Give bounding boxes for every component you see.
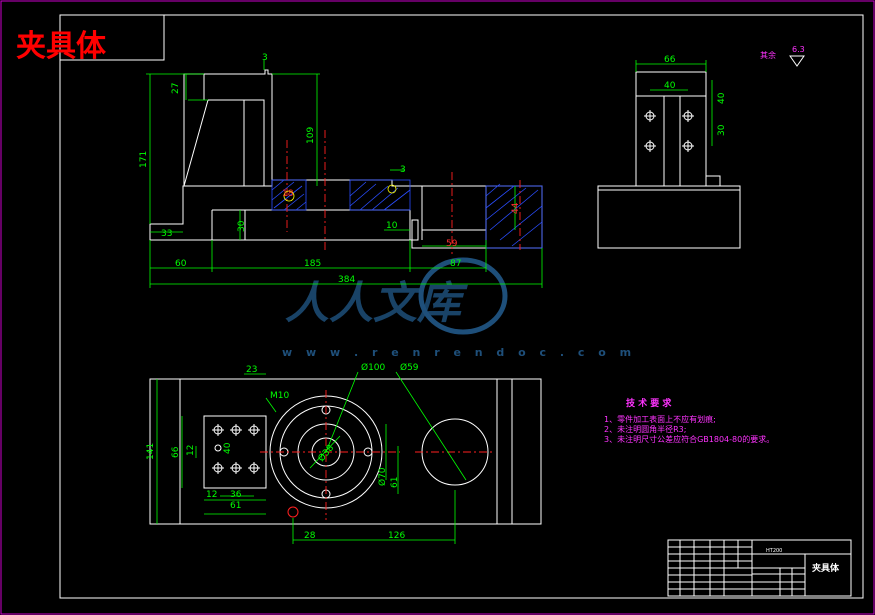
dim-top-126: 126 [388, 531, 405, 541]
dim-top-141: 141 [146, 443, 156, 460]
tech-req-heading: 技 术 要 求 [626, 397, 672, 409]
dim-top-phi70: Ø70 [377, 467, 388, 486]
dim-front-3-mid: 3 [400, 165, 406, 175]
front-pin [411, 219, 419, 241]
front-hatch [271, 179, 543, 249]
front-dimensions [146, 60, 543, 288]
dim-front-33: 33 [161, 229, 172, 239]
dim-front-59: 59 [446, 239, 458, 249]
dim-front-27: 27 [171, 83, 181, 94]
side-base [597, 185, 741, 249]
dim-top-36: 36 [230, 490, 242, 500]
watermark-text: 人人文库 [285, 278, 468, 329]
dim-top-phi38: Ø38 [316, 442, 337, 463]
surface-finish-note: 其余 [760, 50, 776, 60]
side-upright-inner [636, 95, 721, 186]
dim-top-23: 23 [246, 365, 257, 375]
dim-top-phi100: Ø100 [361, 362, 386, 373]
watermark: 人人文库 w w w . r e n r e n d o c . c o m [282, 257, 636, 359]
dim-side-66: 66 [664, 55, 676, 65]
dim-top-phi59: Ø59 [400, 362, 419, 373]
side-holes [644, 110, 694, 152]
side-view: 66 40 40 30 [597, 55, 741, 249]
dim-top-12-v: 12 [186, 445, 196, 456]
tech-req-item-1: 1、零件加工表面上不应有划痕; [604, 414, 716, 424]
dim-side-40-w: 40 [664, 81, 676, 91]
dim-side-30: 30 [717, 124, 727, 136]
top-locating-hole-icon [287, 506, 299, 518]
surface-finish-value: 6.3 [792, 45, 805, 54]
dim-front-60: 60 [175, 259, 187, 269]
front-base [149, 179, 543, 249]
title-corner-box [59, 14, 165, 61]
front-hole-icon [283, 190, 295, 202]
dim-front-30: 30 [237, 220, 247, 232]
front-upright-step [203, 74, 265, 186]
side-upright [635, 71, 707, 187]
title-block-material: HT200 [766, 548, 782, 554]
dim-side-40-h: 40 [717, 92, 727, 104]
watermark-url: w w w . r e n r e n d o c . c o m [282, 346, 636, 359]
dim-front-109: 109 [306, 127, 316, 144]
tech-req-item-3: 3、未注明尺寸公差应符合GB1804-80的要求。 [604, 434, 774, 444]
tech-req-item-2: 2、未注明圆角半径R3; [604, 424, 686, 434]
dim-top-40: 40 [223, 442, 233, 454]
dim-top-m10: M10 [270, 391, 289, 401]
dim-front-87: 87 [450, 259, 461, 269]
front-upright [183, 69, 273, 187]
top-outline [149, 378, 542, 525]
top-dimensions [156, 371, 467, 544]
front-upright-inner [183, 99, 245, 187]
dim-front-185: 185 [304, 259, 321, 269]
dim-front-3-top: 3 [262, 53, 268, 63]
roughness-symbol-icon [789, 55, 805, 67]
dim-front-10: 10 [386, 221, 398, 231]
drawing-title: 夹具体 [16, 29, 107, 64]
inner-border [59, 14, 864, 599]
dim-top-28: 28 [304, 531, 316, 541]
dim-top-66: 66 [171, 446, 181, 458]
technical-requirements: 技 术 要 求 1、零件加工表面上不应有划痕; 2、未注明圆角半径R3; 3、未… [604, 397, 774, 444]
dim-top-61: 61 [230, 501, 241, 511]
front-bore [421, 186, 487, 240]
top-view: 23 M10 Ø100 Ø59 141 66 12 40 12 36 61 Ø7… [146, 362, 542, 544]
title-block: HT200 夹具体 [667, 539, 852, 597]
dim-front-18: 18 [282, 189, 294, 199]
dim-front-384: 384 [338, 275, 355, 285]
dim-top-12-h: 12 [206, 490, 217, 500]
watermark-logo-icon [418, 257, 508, 335]
front-view: 3 27 171 109 3 18 10 59 44 30 33 60 185 … [139, 53, 543, 288]
top-block-holes [212, 424, 260, 474]
title-block-part-name: 夹具体 [812, 562, 840, 574]
top-inner-lines [179, 379, 513, 524]
dim-front-171: 171 [139, 151, 149, 168]
dim-top-61-v: 61 [390, 477, 400, 488]
front-pin-icon [387, 184, 397, 194]
dim-front-44: 44 [511, 202, 521, 214]
front-base-inner [211, 209, 411, 240]
